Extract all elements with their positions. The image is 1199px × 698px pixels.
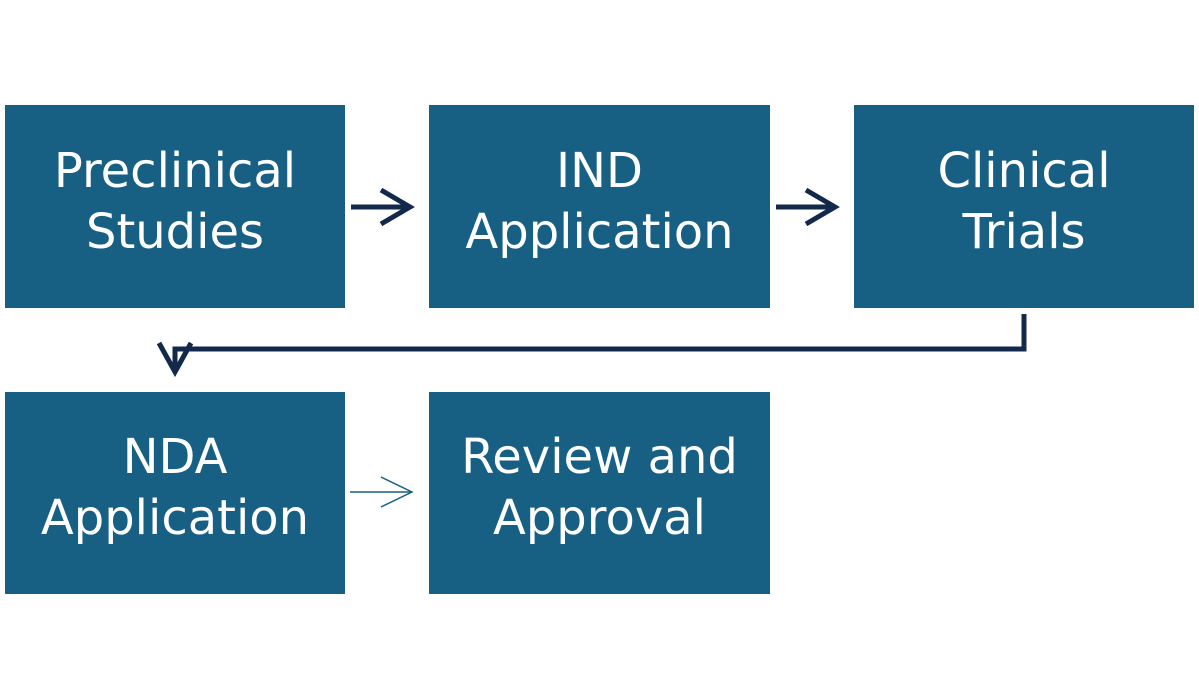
step-clinical-line2: Trials [962, 203, 1086, 260]
step-ind-application: IND Application [429, 105, 770, 308]
step-review-line2: Approval [493, 490, 706, 546]
step-review-and-approval: Review and Approval [429, 392, 770, 594]
step-nda-application: NDA Application [5, 392, 345, 594]
step-clinical-line1: Clinical [937, 142, 1111, 199]
step-nda-line2: Application [40, 490, 310, 546]
step-nda-line1: NDA [122, 429, 228, 485]
step-ind-line2: Application [465, 203, 734, 260]
step-ind-line1: IND [555, 142, 644, 199]
step-preclinical-studies: Preclinical Studies [5, 105, 345, 308]
arrow-ind-to-clinical-icon [776, 187, 840, 227]
arrow-preclinical-to-ind-icon [351, 187, 415, 227]
step-preclinical-line1: Preclinical [53, 142, 297, 199]
step-review-line1: Review and [461, 429, 738, 485]
step-clinical-trials: Clinical Trials [854, 105, 1194, 308]
arrow-nda-to-review-icon [350, 476, 414, 508]
step-preclinical-line2: Studies [85, 203, 265, 260]
arrow-clinical-to-nda-icon [156, 314, 1027, 378]
